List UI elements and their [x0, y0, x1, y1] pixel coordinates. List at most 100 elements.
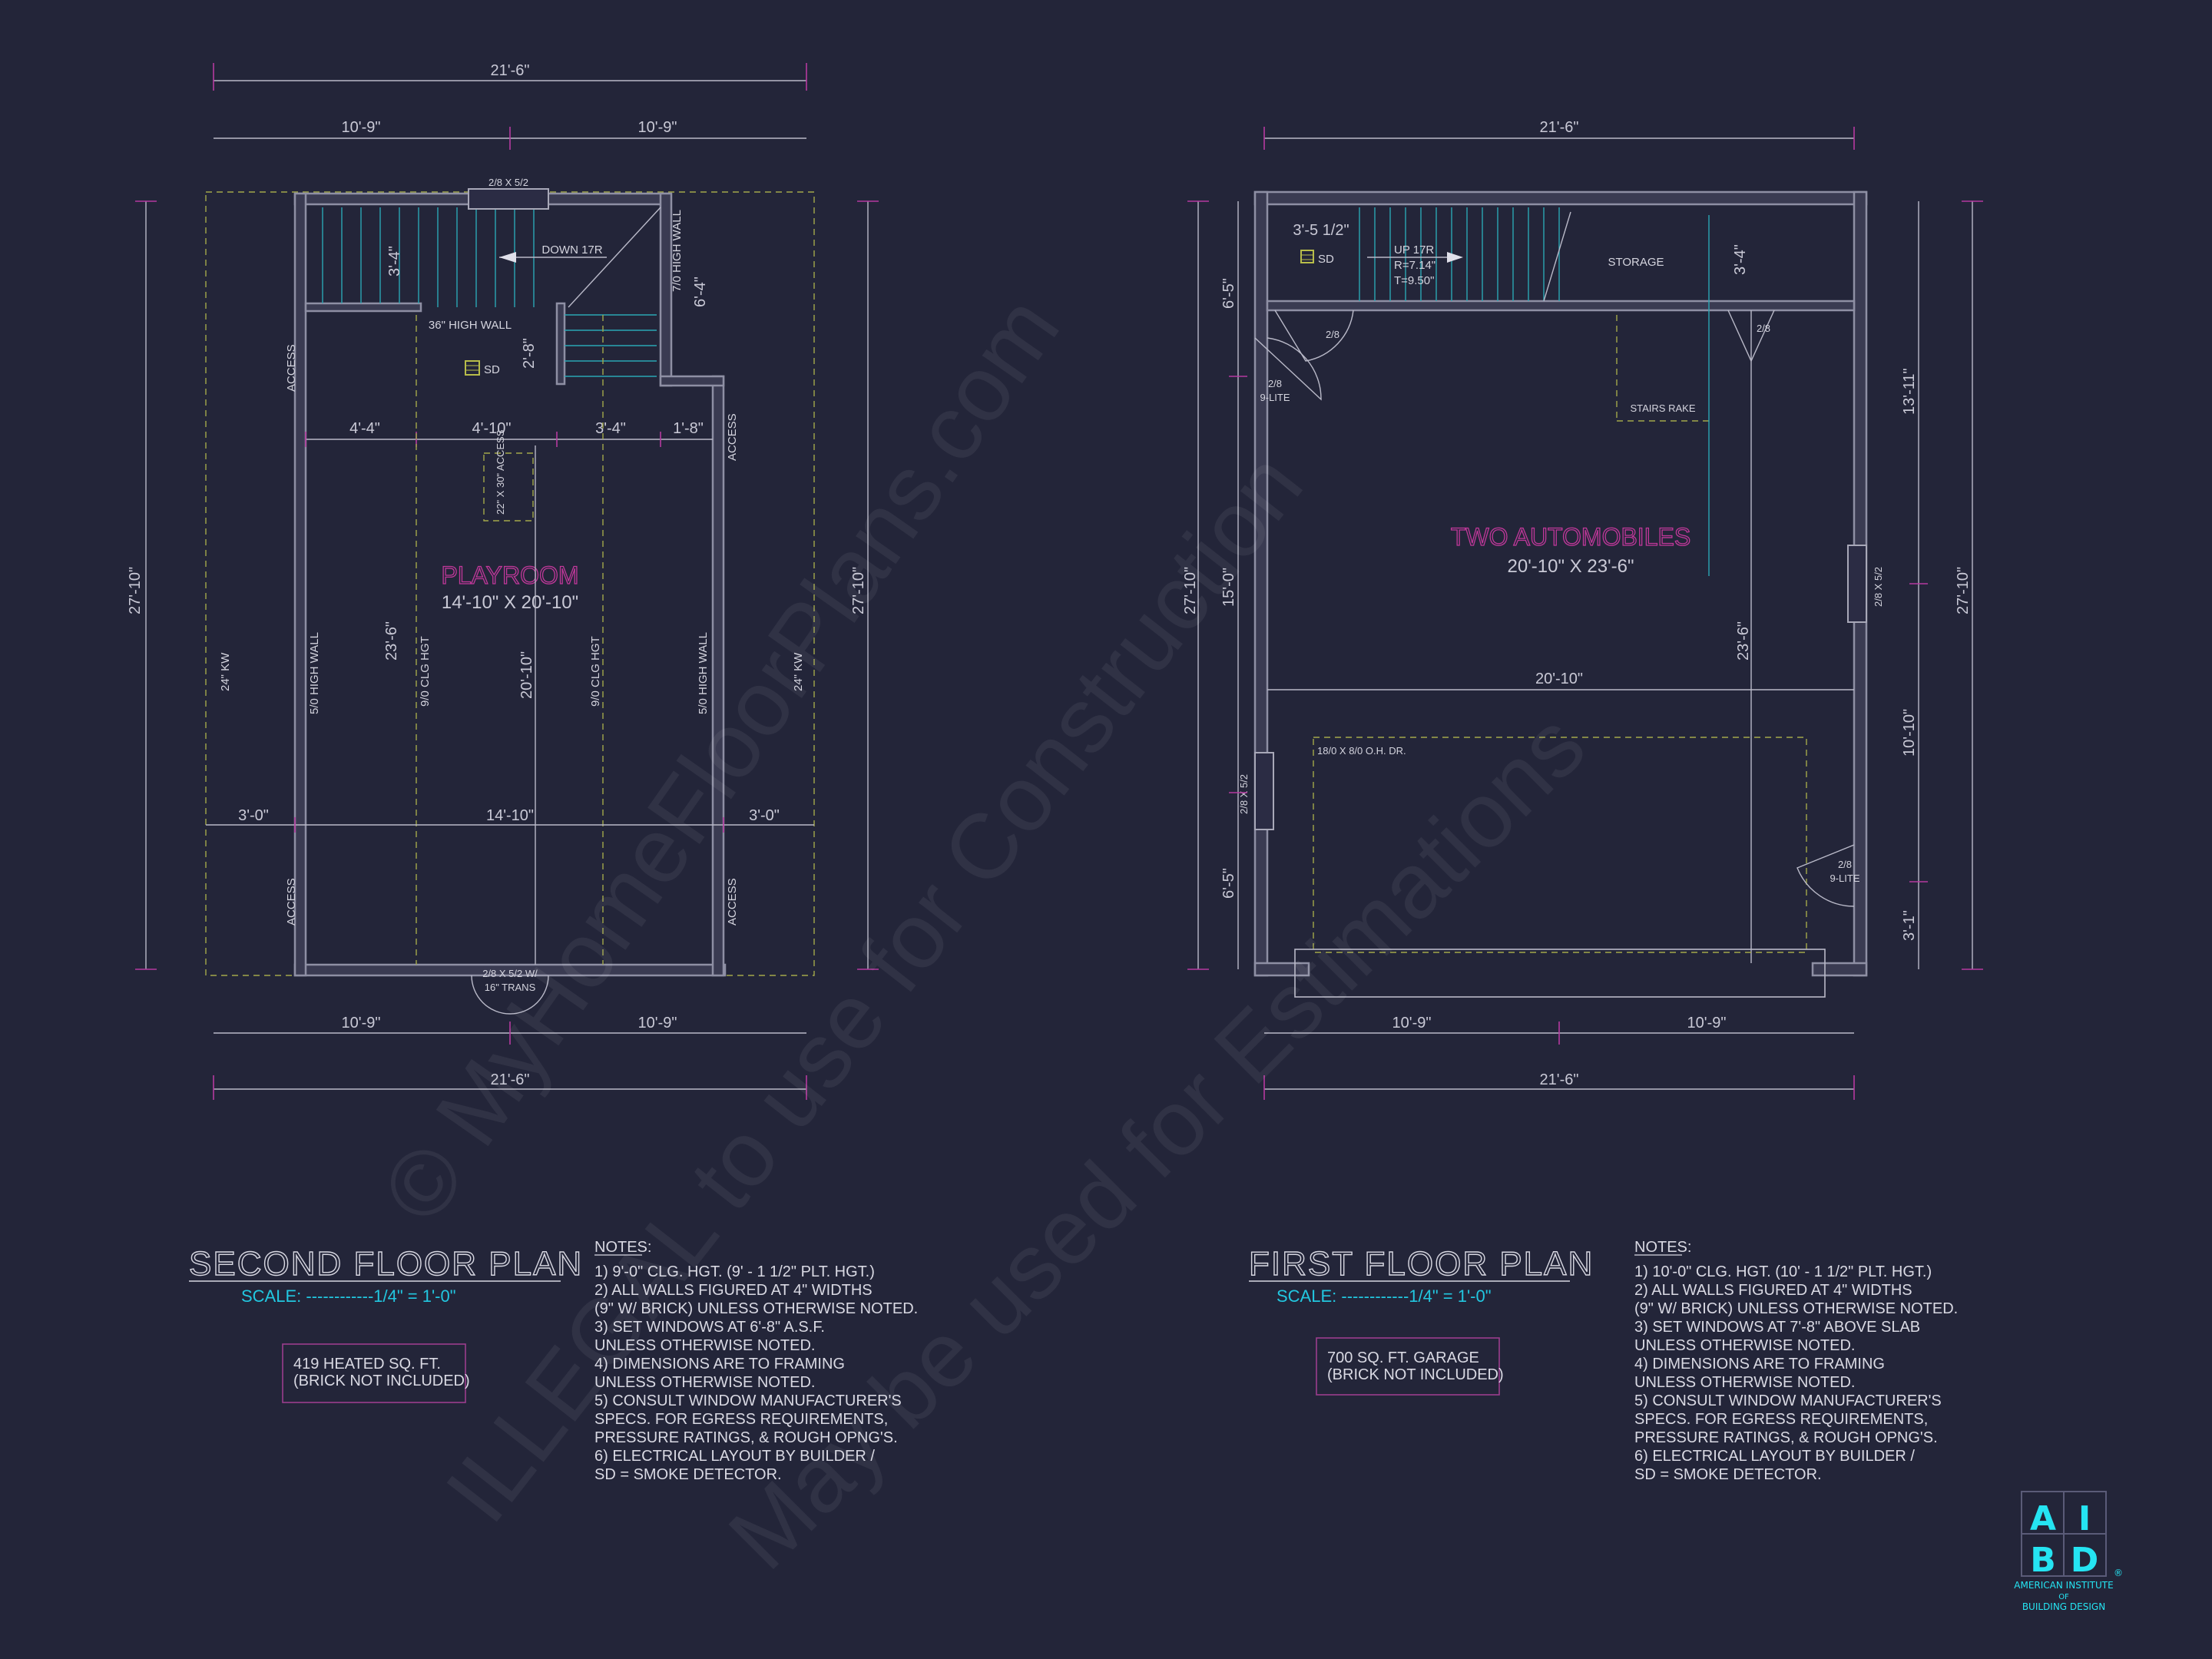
- sf-high-wall-right: 5/0 HIGH WALL: [697, 632, 710, 714]
- sf-room-size: 14'-10" X 20'-10": [442, 592, 578, 613]
- ff-area-line-2: (BRICK NOT INCLUDED): [1327, 1366, 1504, 1383]
- ff-note-line: 4) DIMENSIONS ARE TO FRAMING: [1634, 1356, 1885, 1373]
- sf-access-label-br: ACCESS: [726, 878, 739, 926]
- sf-attic-access-label: 22" X 30" ACCESS: [495, 429, 506, 515]
- sf-door-bottom-2: 16" TRANS: [485, 982, 536, 993]
- ff-sd-label: SD: [1318, 253, 1334, 266]
- sf-note-line: 3) SET WINDOWS AT 6'-8" A.S.F.: [594, 1319, 825, 1336]
- ff-note-line: 1) 10'-0" CLG. HGT. (10' - 1 1/2" PLT. H…: [1634, 1263, 1932, 1280]
- ff-note-line: 2) ALL WALLS FIGURED AT 4" WIDTHS: [1634, 1282, 1912, 1299]
- logo-letter-i: I: [2078, 1499, 2091, 1538]
- sf-note-line: 5) CONSULT WINDOW MANUFACTURER'S: [594, 1392, 902, 1409]
- ff-note-line: SD = SMOKE DETECTOR.: [1634, 1466, 1822, 1483]
- sf-dim-seg-a: 4'-4": [349, 420, 380, 437]
- sf-kw-right: 24" KW: [792, 652, 805, 691]
- sf-kw-left: 24" KW: [219, 652, 232, 691]
- sf-dim-seg-b: 4'-10": [472, 420, 512, 437]
- ff-storage-label: STORAGE: [1608, 256, 1664, 269]
- sf-dim-seg-c: 3'-4": [595, 420, 626, 437]
- sf-note-line: 2) ALL WALLS FIGURED AT 4" WIDTHS: [594, 1282, 873, 1299]
- logo-org-line-2: OF: [2058, 1593, 2069, 1601]
- ff-rdoor-1: 2/8: [1838, 859, 1852, 870]
- ff-notes-title: NOTES:: [1634, 1239, 1691, 1256]
- sf-dim-half-left-top: 10'-9": [342, 119, 381, 136]
- sf-note-line: UNLESS OTHERWISE NOTED.: [594, 1337, 815, 1354]
- sf-window-top-label: 2/8 X 5/2: [488, 177, 528, 188]
- logo-registered-mark: ®: [2114, 1568, 2123, 1578]
- sf-note-line: UNLESS OTHERWISE NOTED.: [594, 1374, 815, 1391]
- ff-side-door-1: 2/8: [1268, 378, 1282, 389]
- logo-letter-d: D: [2071, 1541, 2099, 1580]
- sf-clg-left: 9/0 CLG HGT: [419, 636, 432, 707]
- sf-dim-overall-top: 21'-6": [491, 62, 530, 79]
- sf-dim-height-right: 27'-10": [850, 567, 867, 614]
- sf-dim-side-right: 3'-0": [749, 807, 780, 824]
- sf-scale: SCALE: ------------1/4" = 1'-0": [241, 1286, 456, 1306]
- ff-dim-overall-top: 21'-6": [1540, 119, 1579, 136]
- sf-dim-closet: 6'-4": [692, 276, 709, 307]
- ff-note-line: UNLESS OTHERWISE NOTED.: [1634, 1337, 1855, 1354]
- sf-note-line: SD = SMOKE DETECTOR.: [594, 1466, 782, 1483]
- sf-note-line: 6) ELECTRICAL LAYOUT BY BUILDER /: [594, 1448, 875, 1465]
- sf-tall-wall-label: 7/0 HIGH WALL: [671, 210, 684, 292]
- ff-dim-mid-right: 10'-10": [1901, 709, 1918, 757]
- second-floor-plan: 21'-6" 10'-9" 10'-9" DOWN 1: [127, 62, 879, 1100]
- sf-access-label-tr: ACCESS: [726, 413, 739, 461]
- sf-room-name: PLAYROOM: [442, 561, 579, 589]
- sf-dim-height-left: 27'-10": [127, 567, 144, 614]
- sf-area-line-2: (BRICK NOT INCLUDED): [293, 1373, 470, 1389]
- sf-clg-right: 9/0 CLG HGT: [589, 636, 602, 707]
- sf-dim-room-len: 20'-10": [518, 651, 535, 699]
- sf-dim-half-left-bottom: 10'-9": [342, 1015, 381, 1031]
- ff-dim-half-left: 10'-9": [1392, 1015, 1432, 1031]
- sf-high-wall-left: 5/0 HIGH WALL: [308, 632, 321, 714]
- sf-note-line: (9" W/ BRICK) UNLESS OTHERWISE NOTED.: [594, 1300, 918, 1317]
- ff-note-line: (9" W/ BRICK) UNLESS OTHERWISE NOTED.: [1634, 1300, 1958, 1317]
- ff-note-line: 3) SET WINDOWS AT 7'-8" ABOVE SLAB: [1634, 1319, 1920, 1336]
- sf-access-label-bl: ACCESS: [285, 878, 298, 926]
- ff-door-b-label: 2/8: [1757, 323, 1770, 334]
- ff-plan-title: FIRST FLOOR PLAN: [1249, 1245, 1594, 1283]
- ff-note-line: PRESSURE RATINGS, & ROUGH OPNG'S.: [1634, 1429, 1938, 1446]
- ff-room-size: 20'-10" X 23'-6": [1508, 556, 1634, 577]
- ff-note-line: UNLESS OTHERWISE NOTED.: [1634, 1374, 1855, 1391]
- ff-dim-interior-w: 20'-10": [1535, 671, 1583, 687]
- sf-dim-half-right-top: 10'-9": [638, 119, 677, 136]
- ff-area-box: [1316, 1337, 1500, 1396]
- ff-oh-door-label: 18/0 X 8/0 O.H. DR.: [1317, 745, 1406, 757]
- sf-plan-title: SECOND FLOOR PLAN: [189, 1245, 583, 1283]
- ff-scale: SCALE: ------------1/4" = 1'-0": [1277, 1286, 1492, 1306]
- sf-sd-label: SD: [484, 363, 500, 376]
- sf-notes-list: 1) 9'-0" CLG. HGT. (9' - 1 1/2" PLT. HGT…: [594, 1263, 918, 1483]
- ff-smoke-detector-icon: [1300, 250, 1314, 263]
- sf-dim-overall-bottom: 21'-6": [491, 1071, 530, 1088]
- sf-half-wall-label: 36" HIGH WALL: [429, 319, 512, 332]
- ff-rdoor-2: 9-LITE: [1830, 873, 1859, 884]
- ff-dim-mid-left: 15'-0": [1220, 568, 1237, 607]
- sf-dim-side-mid: 14'-10": [486, 807, 534, 824]
- sf-dim-stair-h: 3'-4": [386, 246, 403, 276]
- sf-area-box: [282, 1343, 466, 1403]
- ff-note-line: 5) CONSULT WINDOW MANUFACTURER'S: [1634, 1392, 1942, 1409]
- logo-letter-b: B: [2030, 1541, 2056, 1580]
- logo-letter-a: A: [2030, 1499, 2056, 1538]
- sf-dim-side-left: 3'-0": [238, 807, 269, 824]
- ff-note-line: SPECS. FOR EGRESS REQUIREMENTS,: [1634, 1411, 1928, 1428]
- ff-dim-stair-w: 3'-5 1/2": [1293, 222, 1349, 239]
- sf-dim-seg-d: 1'-8": [673, 420, 704, 437]
- ff-tread-label: T=9.50": [1394, 274, 1434, 287]
- sf-area-line-1: 419 HEATED SQ. FT.: [293, 1356, 441, 1373]
- ff-dim-overall-bottom: 21'-6": [1540, 1071, 1579, 1088]
- logo-org-line-1: AMERICAN INSTITUTE: [2014, 1580, 2113, 1591]
- ff-up-label: UP 17R: [1394, 243, 1434, 257]
- sf-down-label: DOWN 17R: [541, 243, 602, 257]
- ff-door-a-label: 2/8: [1326, 329, 1339, 340]
- sf-note-line: 1) 9'-0" CLG. HGT. (9' - 1 1/2" PLT. HGT…: [594, 1263, 875, 1280]
- ff-dim-height-right: 27'-10": [1955, 567, 1972, 614]
- sf-note-line: SPECS. FOR EGRESS REQUIREMENTS,: [594, 1411, 888, 1428]
- second-floor-title-block: SECOND FLOOR PLAN SCALE: ------------1/4…: [188, 1239, 918, 1483]
- logo-org-line-3: BUILDING DESIGN: [2022, 1601, 2105, 1612]
- ff-room-name: TWO AUTOMOBILES: [1451, 523, 1690, 551]
- first-floor-plan: 21'-6" UP 17R R=7.14" T=9.50" 3'-5 1/2": [1182, 119, 1983, 1100]
